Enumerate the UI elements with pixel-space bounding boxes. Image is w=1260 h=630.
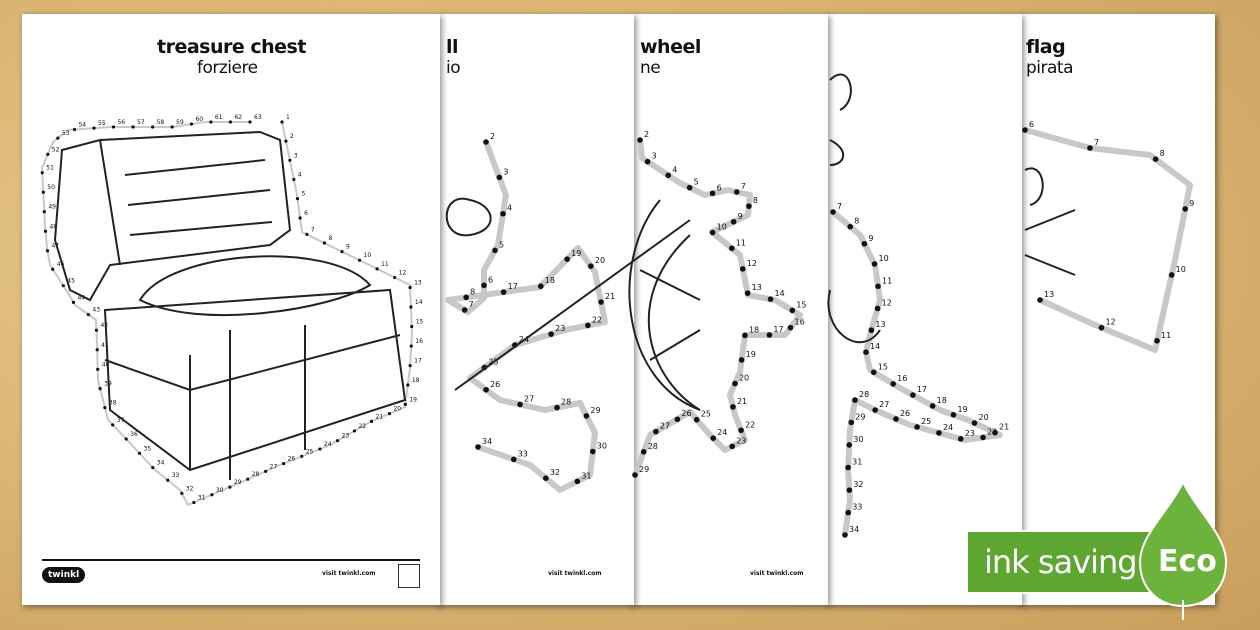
page-title: wheel	[640, 36, 701, 58]
visit-link[interactable]: visit twinkl.com	[548, 570, 602, 577]
worksheet-ship-wheel: wheel ne visit twinkl.com	[630, 14, 828, 605]
worksheet-pirate-flag: flag pirata	[1018, 14, 1215, 605]
page-subtitle: forziere	[197, 58, 258, 78]
footer-divider	[42, 559, 420, 561]
page-title: treasure chest	[157, 36, 306, 58]
page-subtitle: ne	[640, 58, 661, 78]
page-subtitle: pirata	[1026, 58, 1074, 78]
worksheet-treasure-chest: treasure chest forziere twinkl visit twi…	[22, 14, 440, 605]
worksheet-pirate	[825, 14, 1022, 605]
page-title: ll	[446, 36, 459, 58]
twinkl-badge	[398, 564, 420, 588]
page-subtitle: io	[446, 58, 461, 78]
visit-link[interactable]: visit twinkl.com	[750, 570, 804, 577]
eco-label: Eco	[1158, 544, 1217, 579]
worksheet-skull: ll io visit twinkl.com	[436, 14, 634, 605]
ink-saving-label: ink saving	[984, 543, 1138, 581]
visit-link[interactable]: visit twinkl.com	[322, 570, 376, 577]
page-title: flag	[1026, 36, 1066, 58]
twinkl-logo: twinkl	[42, 567, 86, 583]
